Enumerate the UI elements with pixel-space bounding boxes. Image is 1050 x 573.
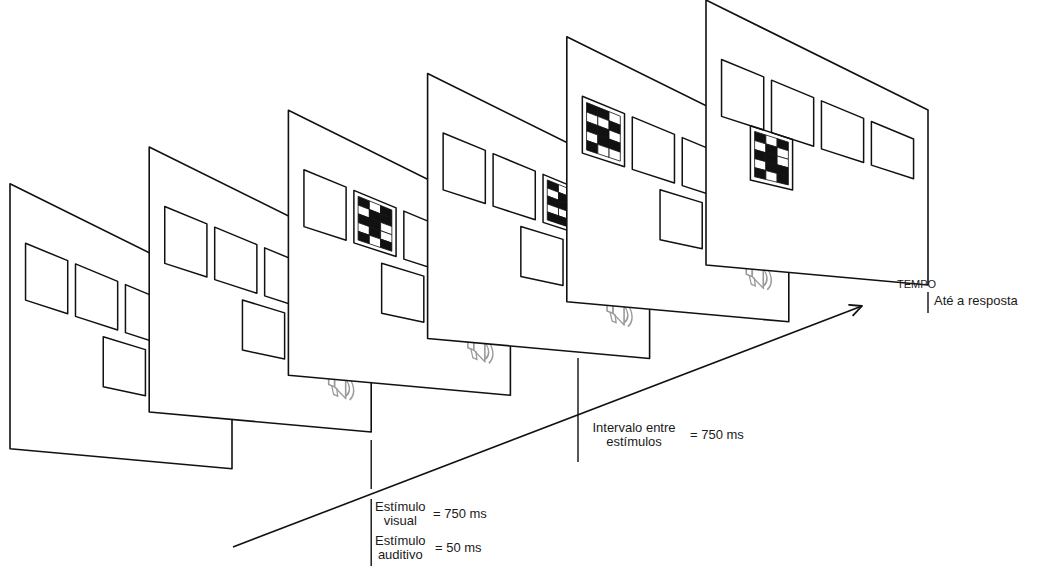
- placeholder-square: [632, 117, 674, 183]
- duration-label: Estímulo visual: [375, 500, 426, 528]
- placeholder-square: [722, 59, 764, 130]
- checker-cell: [587, 140, 598, 153]
- placeholder-square: [871, 122, 913, 179]
- duration-label: Estímulo auditivo: [375, 534, 426, 562]
- placeholder-square: [26, 243, 68, 314]
- screen-panel: [706, 0, 928, 285]
- time-tick: [577, 358, 578, 462]
- checker-cell: [358, 231, 369, 243]
- placeholder-square: [103, 337, 145, 396]
- placeholder-square: [750, 126, 792, 190]
- placeholder-square: [165, 206, 207, 277]
- checker-cell: [369, 235, 380, 247]
- time-tick: [927, 292, 928, 313]
- duration-value: = 750 ms: [433, 507, 487, 521]
- placeholder-square: [821, 101, 863, 163]
- placeholder-square: [242, 300, 284, 359]
- placeholder-square: [582, 96, 624, 167]
- checker-cell: [777, 174, 788, 185]
- time-tick: [371, 499, 372, 566]
- placeholder-square: [771, 80, 813, 146]
- duration-value: = 750 ms: [690, 428, 744, 442]
- placeholder-square: [75, 264, 117, 330]
- end-label: Até a resposta: [934, 294, 1018, 308]
- placeholder-square: [304, 170, 346, 241]
- checker-cell: [547, 212, 558, 224]
- checker-cell: [381, 239, 392, 251]
- axis-title: TEMPO: [897, 277, 936, 291]
- time-axis: [233, 306, 862, 547]
- placeholder-square: [493, 154, 535, 220]
- screen-frame: [706, 0, 928, 285]
- placeholder-square: [382, 263, 424, 322]
- axis-arrowhead: [849, 305, 862, 316]
- checker-cell: [609, 148, 620, 161]
- checker-cell: [598, 144, 609, 157]
- placeholder-square: [443, 133, 485, 204]
- placeholder-square: [660, 190, 702, 249]
- placeholder-square: [215, 227, 257, 293]
- placeholder-square: [354, 190, 396, 256]
- time-tick: [371, 440, 372, 489]
- checker-cell: [755, 168, 766, 180]
- checker-cell: [766, 171, 777, 183]
- placeholder-square: [521, 226, 563, 285]
- duration-label: Intervalo entre estímulos: [584, 421, 684, 449]
- duration-value: = 50 ms: [435, 541, 482, 555]
